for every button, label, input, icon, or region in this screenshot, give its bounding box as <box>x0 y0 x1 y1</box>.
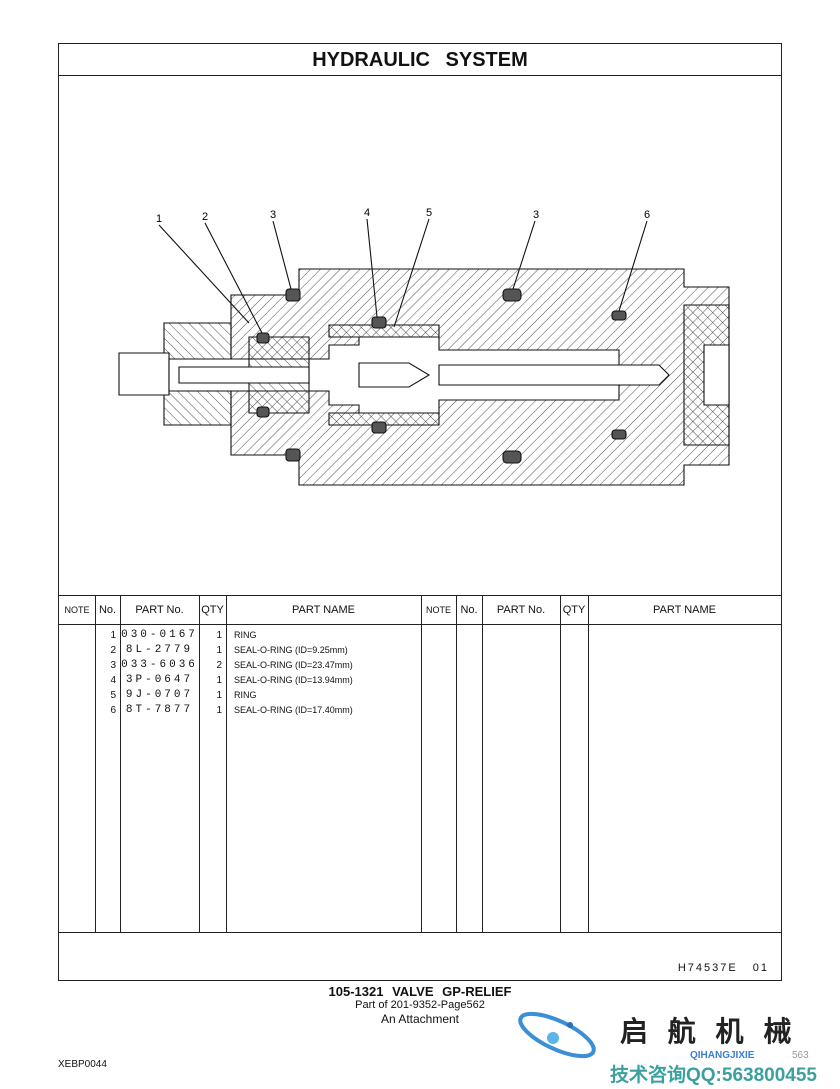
watermark-brand-en: QIHANGJIXIE <box>690 1050 755 1061</box>
table-cell-name: SEAL-O-RING (ID=13.94mm) <box>234 675 353 685</box>
caption-title: 105-1321 VALVE GP-RELIEF <box>328 984 512 999</box>
table-cell-no: 5 <box>110 690 116 701</box>
table-cell-name: SEAL-O-RING (ID=17.40mm) <box>234 705 353 715</box>
table-cell-qty: 1 <box>216 645 222 656</box>
caption-part-of: Part of 201-9352-Page562 <box>355 999 485 1011</box>
header-part-no: PART No. <box>135 604 184 616</box>
table-cell-part-no: 030-0167 <box>121 629 198 641</box>
parts-table: NOTE No. PART No. QTY PART NAME NOTE No.… <box>59 595 781 933</box>
header-no-2: No. <box>460 604 478 616</box>
table-cell-name: RING <box>234 630 257 640</box>
header-part-no-2: PART No. <box>496 604 546 616</box>
header-part-name-2: PART NAME <box>653 604 716 616</box>
table-cell-no: 6 <box>110 705 116 716</box>
drawing-code: H74537E 01 <box>677 962 769 974</box>
header-qty: QTY <box>201 604 224 616</box>
table-cell-no: 2 <box>110 645 116 656</box>
table-cell-name: SEAL-O-RING (ID=9.25mm) <box>234 645 348 655</box>
caption-attachment: An Attachment <box>380 1012 460 1026</box>
table-cell-no: 1 <box>110 630 116 641</box>
page-number: 563 <box>792 1050 809 1061</box>
table-cell-part-no: 033-6036 <box>121 659 198 671</box>
table-cell-no: 4 <box>110 675 116 686</box>
valve-cross-section-drawing: 1 2 3 4 5 3 6 <box>59 75 781 595</box>
table-cell-qty: 1 <box>216 675 222 686</box>
callout-2: 2 <box>202 211 208 223</box>
callout-1: 1 <box>156 213 162 225</box>
header-note: NOTE <box>64 605 90 615</box>
table-cell-part-no: 8T-7877 <box>125 704 194 716</box>
header-part-name: PART NAME <box>292 604 355 616</box>
header-note-2: NOTE <box>425 605 451 615</box>
parts-sheet: HYDRAULIC SYSTEM <box>58 43 782 981</box>
table-cell-part-no: 9J-0707 <box>125 689 194 701</box>
watermark-contact: 技术咨询QQ:563800455 <box>610 1065 817 1086</box>
table-cell-name: SEAL-O-RING (ID=23.47mm) <box>234 660 353 670</box>
page-title: HYDRAULIC SYSTEM <box>59 44 781 76</box>
callout-5: 5 <box>426 207 432 219</box>
watermark-logo <box>515 1005 605 1070</box>
watermark-brand-cn: 启 航 机 械 <box>620 1016 798 1047</box>
callout-4: 4 <box>364 207 370 219</box>
table-cell-part-no: 8L-2779 <box>125 644 194 656</box>
table-cell-qty: 1 <box>216 705 222 716</box>
callout-3: 3 <box>270 209 276 221</box>
header-no: No. <box>98 604 117 616</box>
header-qty-2: QTY <box>562 604 586 616</box>
table-cell-qty: 2 <box>216 660 222 671</box>
table-cell-part-no: 3P-0647 <box>125 674 194 686</box>
callout-3b: 3 <box>533 209 539 221</box>
table-cell-qty: 1 <box>216 690 222 701</box>
table-cell-name: RING <box>234 690 257 700</box>
table-cell-no: 3 <box>110 660 116 671</box>
doc-id: XEBP0044 <box>58 1059 107 1070</box>
table-cell-qty: 1 <box>216 630 222 641</box>
callout-6: 6 <box>644 209 650 221</box>
